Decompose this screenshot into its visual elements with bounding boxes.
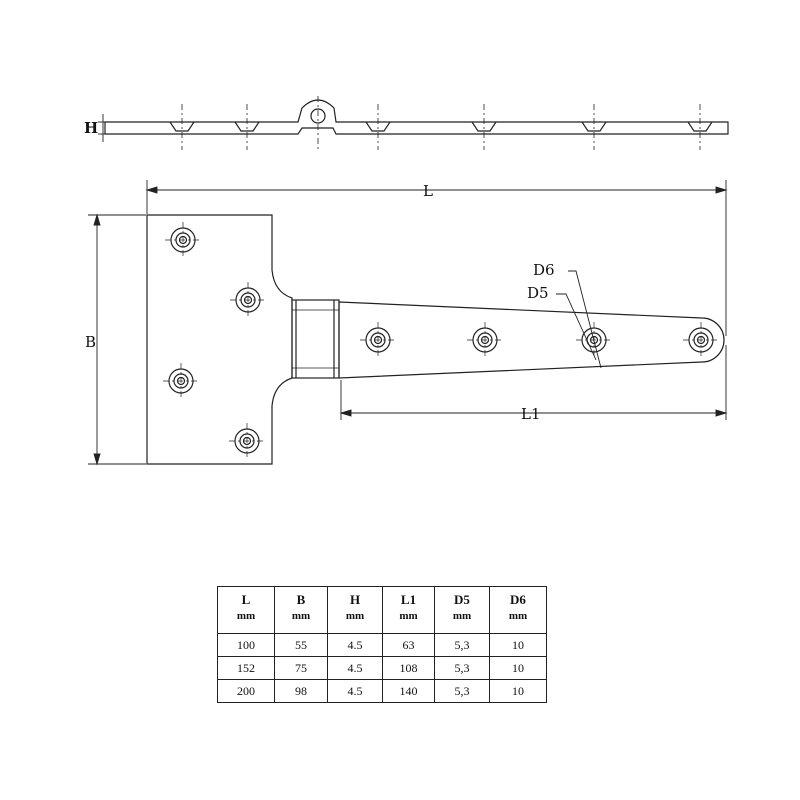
screw-hole [360, 322, 396, 358]
screw-hole [467, 322, 503, 358]
table-cell: 63 [382, 633, 435, 657]
label-l: L [423, 182, 433, 200]
table-cell: 55 [274, 633, 328, 657]
label-d5: D5 [527, 284, 549, 302]
front-view [146, 214, 725, 465]
table-cell: 5,3 [434, 679, 490, 703]
side-view-profile [104, 99, 729, 135]
table-cell: 5,3 [434, 656, 490, 680]
table-cell: 10 [489, 656, 547, 680]
strap-outline [338, 301, 725, 379]
screw-hole [165, 222, 201, 258]
side-view [98, 96, 729, 150]
hinge-drawing: H L B L1 D6 D5 [84, 96, 729, 466]
table-cell: 4.5 [327, 656, 383, 680]
label-d6: D6 [533, 261, 555, 279]
screw-holes [163, 222, 719, 459]
label-b: B [85, 333, 96, 351]
hinge-knuckle [291, 299, 340, 379]
table-row: 200 98 4.5 140 5,3 10 [217, 679, 547, 703]
screw-hole [683, 322, 719, 358]
label-l1: L1 [521, 405, 541, 423]
table-cell: 108 [382, 656, 435, 680]
screw-hole [163, 363, 199, 399]
dimension-b [88, 213, 146, 466]
diameter-leaders [556, 270, 602, 369]
table-cell: 10 [489, 679, 547, 703]
dimension-h [98, 114, 110, 142]
table-row: 152 75 4.5 108 5,3 10 [217, 656, 547, 680]
table-cell: 200 [217, 679, 275, 703]
screw-hole [230, 282, 266, 318]
side-view-countersinks [169, 104, 713, 150]
screw-hole [229, 423, 265, 459]
table-cell: 4.5 [327, 633, 383, 657]
table-cell: 98 [274, 679, 328, 703]
table-cell: 5,3 [434, 633, 490, 657]
label-h: H [84, 119, 98, 137]
t-plate-outline [146, 214, 293, 465]
table-cell: 10 [489, 633, 547, 657]
side-view-knuckle [310, 108, 326, 124]
table-cell: 75 [274, 656, 328, 680]
dimension-l1 [339, 345, 728, 420]
table-cell: 140 [382, 679, 435, 703]
table-row: 100 55 4.5 63 5,3 10 [217, 633, 547, 657]
table-cell: 4.5 [327, 679, 383, 703]
table-cell: 152 [217, 656, 275, 680]
dimension-l [145, 180, 728, 336]
table-cell: 100 [217, 633, 275, 657]
